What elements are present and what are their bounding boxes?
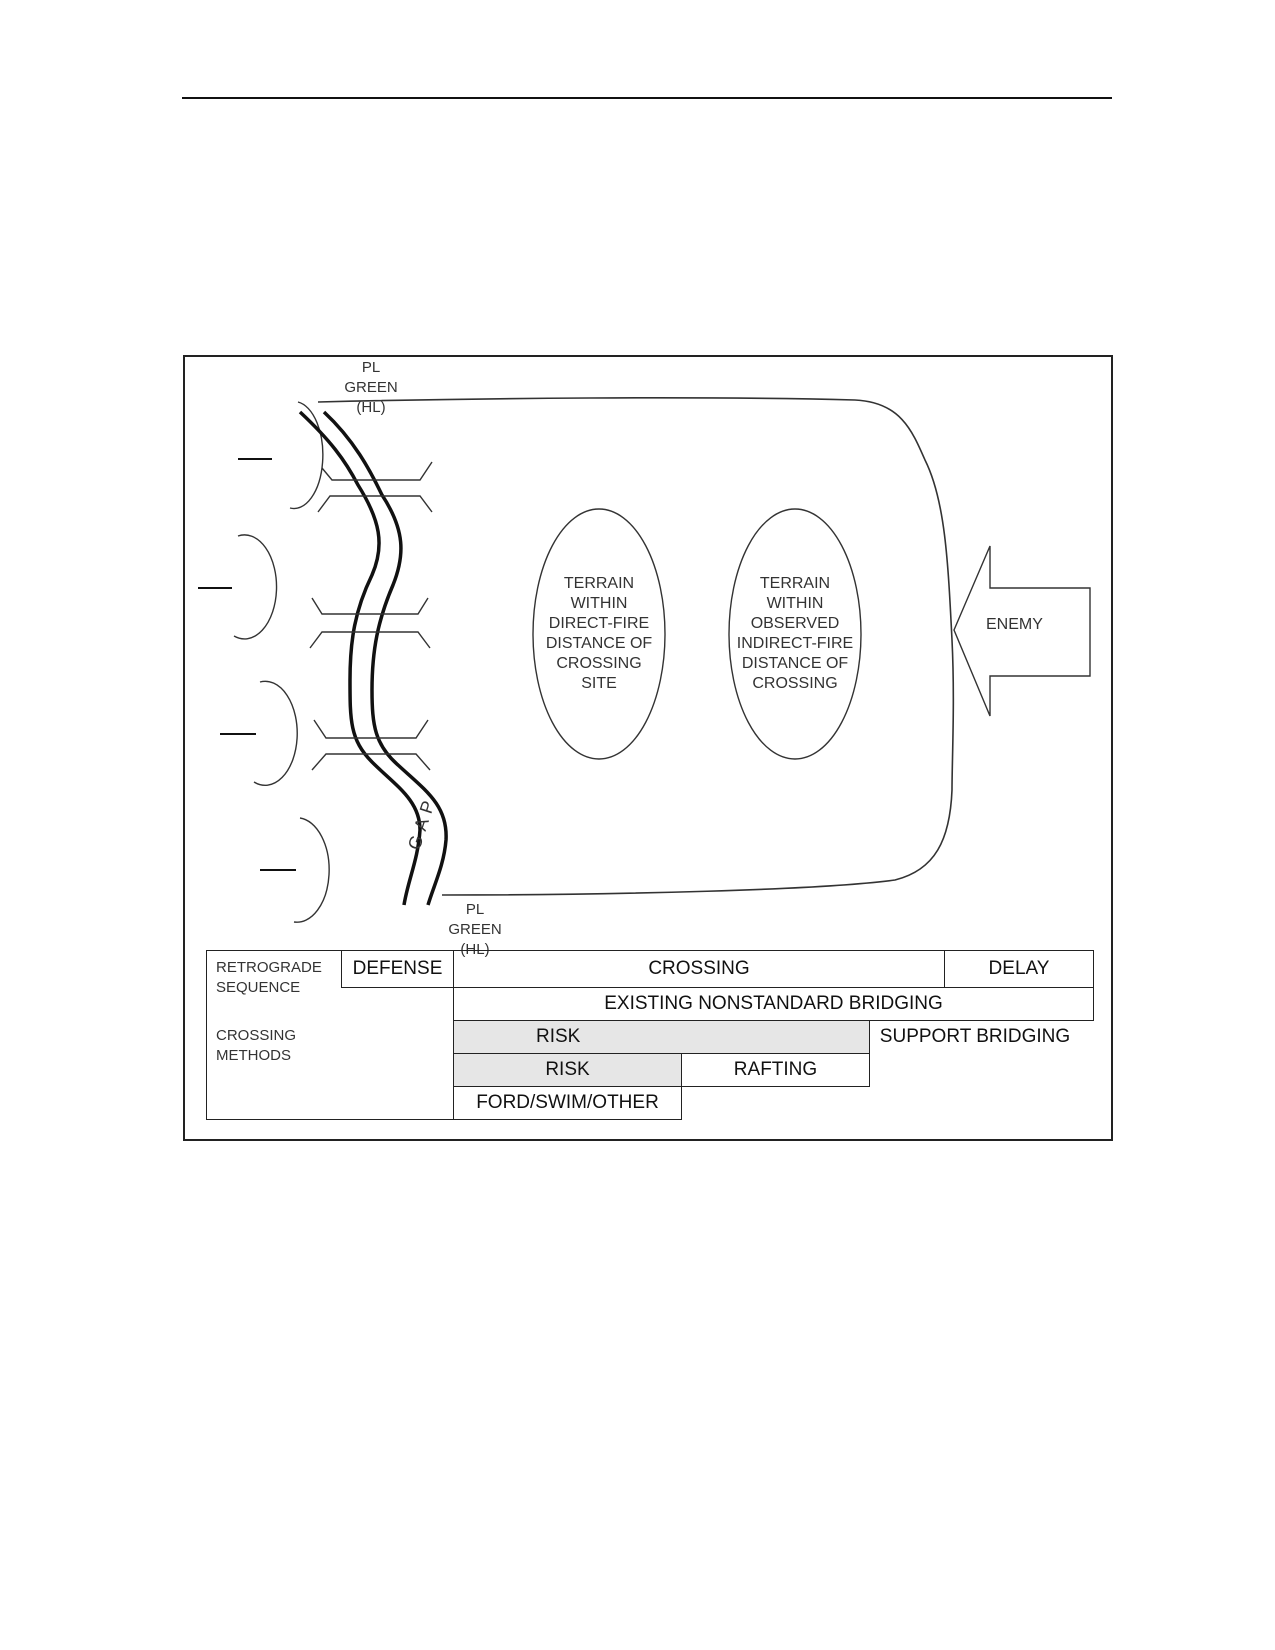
risk-cell-2: RISK: [453, 1053, 682, 1087]
enemy-arrow: [953, 545, 1091, 717]
direct-fire-ellipse: [532, 508, 666, 760]
unit-symbol-2: [198, 534, 278, 640]
support-bridging-cell: SUPPORT BRIDGING: [879, 1026, 1071, 1047]
direct-fire-line: DISTANCE OF: [545, 635, 653, 652]
enemy-label: ENEMY: [986, 616, 1043, 633]
crossing-methods-line: CROSSING: [216, 1027, 297, 1044]
phase-line-bottom-code: (HL): [460, 941, 490, 958]
indirect-fire-line: TERRAIN: [759, 575, 831, 592]
direct-fire-line: CROSSING: [556, 655, 642, 672]
gap-bank-left: [298, 410, 422, 906]
indirect-fire-ellipse: [728, 508, 862, 760]
unit-symbol-1: [238, 401, 324, 510]
phase-line-top-code: (HL): [356, 399, 386, 416]
phase-line-bottom-name: PL GREEN: [448, 901, 502, 938]
retrograde-label-line: SEQUENCE: [216, 979, 301, 996]
indirect-fire-line: CROSSING: [752, 675, 838, 692]
figure-frame: [183, 355, 1113, 1141]
unit-symbol-4: [260, 817, 330, 923]
phase-line-boundary: [317, 397, 955, 896]
retrograde-sequence-label: RETROGRADE SEQUENCE: [216, 958, 322, 998]
direct-fire-text: TERRAIN WITHIN DIRECT-FIRE DISTANCE OF C…: [533, 574, 665, 694]
phase-line-top-label: PL GREEN (HL): [336, 358, 406, 418]
crossing-cell: CROSSING: [453, 950, 945, 988]
unit-symbol-3: [220, 680, 298, 786]
crossing-site-2: [309, 597, 431, 649]
crossing-site-1: [317, 461, 433, 513]
indirect-fire-line: DISTANCE OF: [741, 655, 849, 672]
defense-cell: DEFENSE: [341, 950, 454, 988]
delay-cell: DELAY: [944, 950, 1094, 988]
phase-line-top-name: PL GREEN: [344, 359, 398, 396]
gap-bank-right: [322, 410, 448, 906]
direct-fire-line: SITE: [581, 675, 617, 692]
direct-fire-line: DIRECT-FIRE: [548, 615, 650, 632]
rafting-cell: RAFTING: [681, 1053, 870, 1087]
crossing-methods-label: CROSSING METHODS: [216, 1026, 296, 1066]
indirect-fire-line: OBSERVED: [750, 615, 840, 632]
crossing-site-3: [311, 719, 431, 771]
existing-bridging-cell: EXISTING NONSTANDARD BRIDGING: [453, 987, 1094, 1021]
direct-fire-line: WITHIN: [570, 595, 628, 612]
phase-line-bottom-label: PL GREEN (HL): [440, 900, 510, 960]
indirect-fire-text: TERRAIN WITHIN OBSERVED INDIRECT-FIRE DI…: [729, 574, 861, 694]
header-rule: [182, 97, 1112, 99]
indirect-fire-line: INDIRECT-FIRE: [736, 635, 854, 652]
risk-cell-1: RISK: [453, 1020, 870, 1054]
indirect-fire-line: WITHIN: [766, 595, 824, 612]
direct-fire-line: TERRAIN: [563, 575, 635, 592]
ford-swim-cell: FORD/SWIM/OTHER: [453, 1086, 682, 1120]
retrograde-label-line: RETROGRADE: [216, 959, 322, 976]
crossing-methods-line: METHODS: [216, 1047, 291, 1064]
